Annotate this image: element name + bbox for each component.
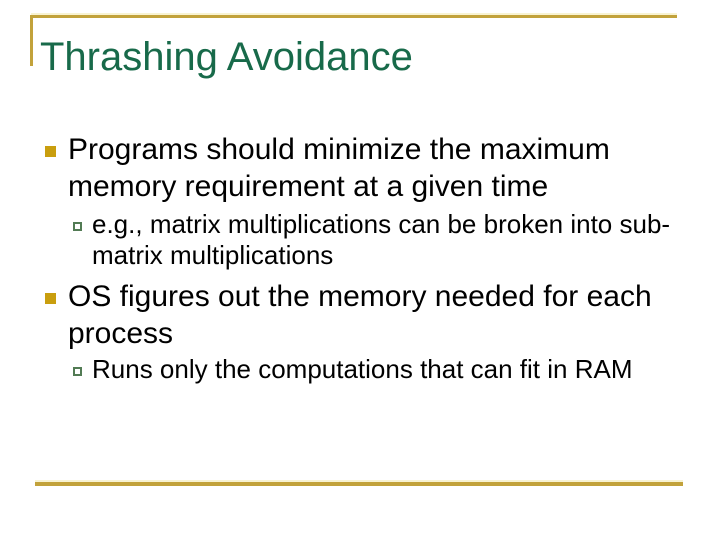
bullet-item-1-text: Programs should minimize the maximum mem… xyxy=(68,133,610,203)
top-rule xyxy=(31,15,677,18)
bottom-rule-highlight xyxy=(35,480,683,482)
sub-bullet-item-2-text: Runs only the computations that can fit … xyxy=(92,354,633,384)
bullet-item-2-text: OS figures out the memory needed for eac… xyxy=(68,280,652,350)
slide-title: Thrashing Avoidance xyxy=(40,35,413,79)
outline-square-bullet-icon xyxy=(73,367,82,376)
bottom-rule xyxy=(35,482,683,486)
filled-square-bullet-icon xyxy=(45,293,56,304)
top-rule-highlight xyxy=(31,13,677,15)
sub-bullet-item-1-text: e.g., matrix multiplications can be brok… xyxy=(92,209,671,270)
title-left-accent xyxy=(30,15,33,66)
outline-square-bullet-icon xyxy=(73,222,82,231)
filled-square-bullet-icon xyxy=(45,146,56,157)
